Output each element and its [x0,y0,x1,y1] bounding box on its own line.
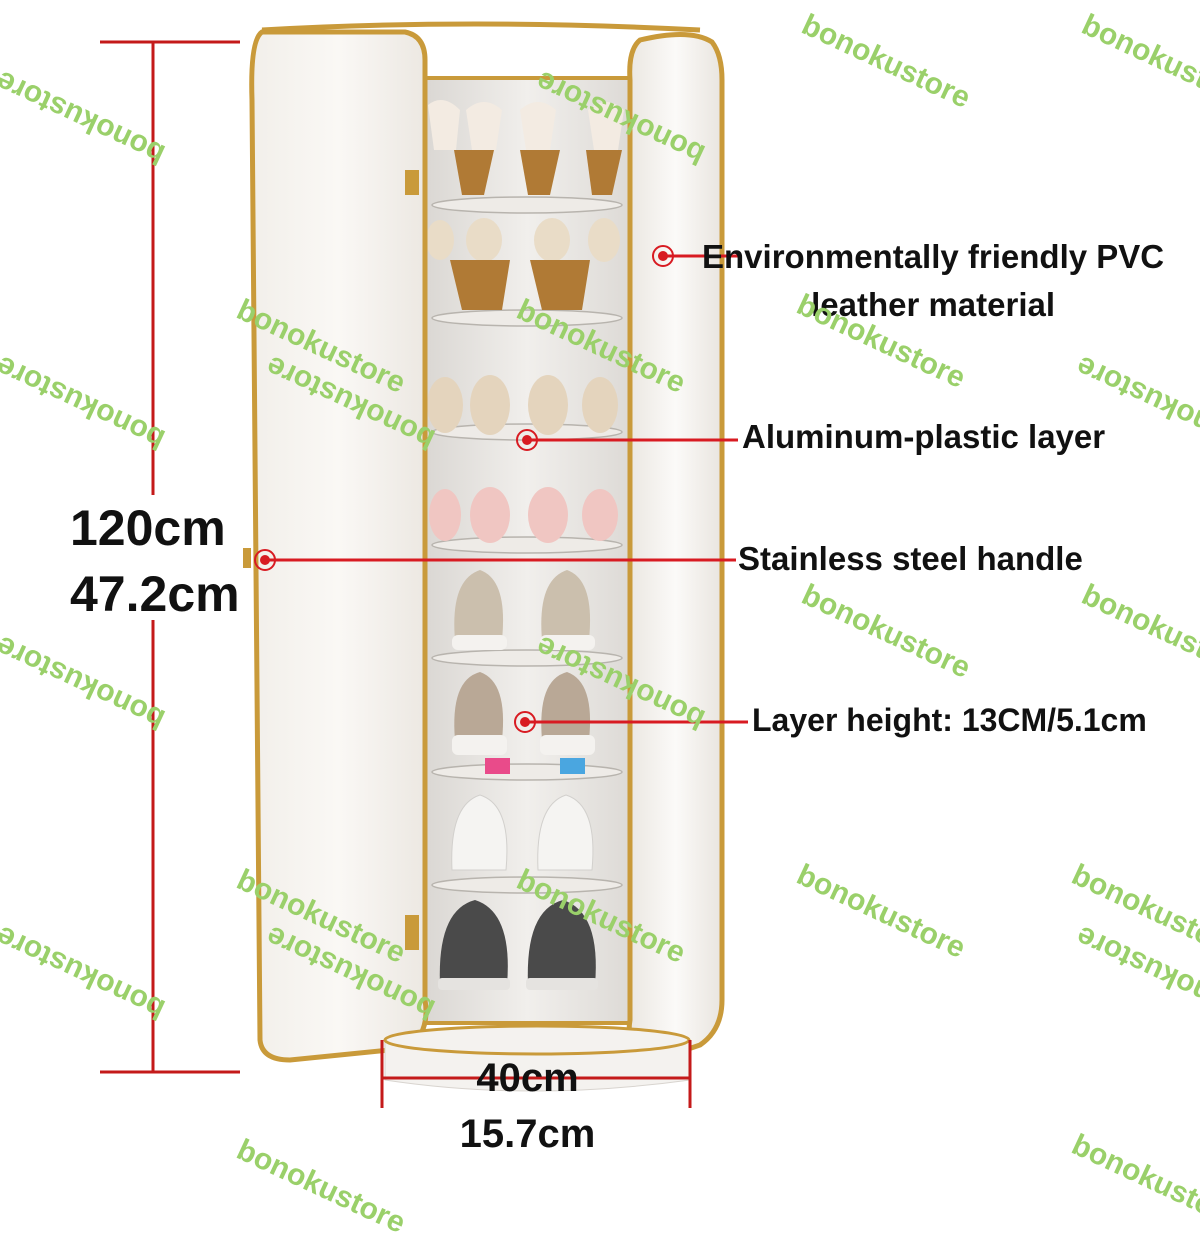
stainless-steel-handle [243,548,251,568]
material-label-line1: Environmentally friendly PVC [702,238,1165,275]
top-cap [261,21,701,33]
handle-label: Stainless steel handle [738,540,1083,577]
shoes-row-3-flats [427,375,618,435]
layer-height-label: Layer height: 13CM/5.1cm [752,702,1147,738]
width-in: 15.7cm [459,1112,596,1156]
product-infographic: Environmentally friendly PVC leather mat… [0,8,1200,1240]
width-dimension-line [380,1040,692,1108]
hinge-bottom [405,915,419,950]
right-door [626,31,725,1065]
shoes-row-8-black-sneakers [438,900,598,990]
shoes-row-4-pink-flats [429,487,618,543]
callout-layer [516,429,738,451]
material-label-line2: leather material [811,286,1056,323]
left-door [249,29,429,1063]
layer-label: Aluminum-plastic layer [742,418,1106,455]
cabinet-illustration [100,21,748,1108]
height-in: 47.2cm [70,566,240,622]
shoes-row-7-white-sneakers [451,794,594,871]
height-dimension-line [100,40,240,1074]
width-cm: 40cm [476,1056,579,1100]
height-dimension-label: 120cm 47.2cm [70,495,240,627]
callout-material [652,245,738,267]
callout-handle [254,549,736,571]
height-cm: 120cm [70,500,226,556]
hinge-top [405,170,419,195]
shoes-row-2-heels [426,218,620,310]
width-dimension-label: 40cm 15.7cm [455,1050,600,1162]
shelves [431,196,623,894]
shoes-row-1-heels [428,100,624,195]
callout-layer-height [514,711,748,733]
shoes-row-5-beige-sneakers [452,570,595,650]
material-label: Environmentally friendly PVC leather mat… [702,233,1164,329]
